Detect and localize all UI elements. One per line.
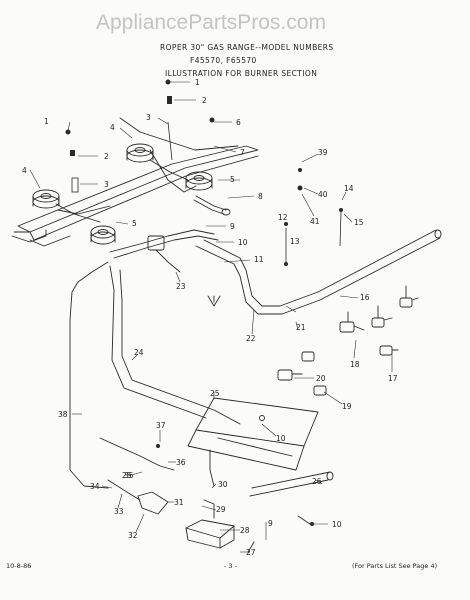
callout-5b: 5 xyxy=(132,219,137,228)
callout-17: 17 xyxy=(388,374,398,383)
callout-25a: 25 xyxy=(210,389,220,398)
pilot-tubing-lower xyxy=(113,235,219,259)
burner-head-left-rear xyxy=(32,189,60,209)
safety-valve-assembly-28 xyxy=(185,449,235,549)
callout-33: 33 xyxy=(114,507,124,516)
callout-28: 28 xyxy=(240,526,250,535)
callout-26: 26 xyxy=(312,477,322,486)
footer-parts-note: (For Parts List See Page 4) xyxy=(352,562,437,570)
callout-8: 8 xyxy=(258,192,263,201)
oven-burner-25 xyxy=(187,397,319,471)
callout-32: 32 xyxy=(128,531,138,540)
callout-22: 22 xyxy=(246,334,256,343)
callout-31: 31 xyxy=(174,498,184,507)
callout-18: 18 xyxy=(350,360,360,369)
pilot-tube-38 xyxy=(69,261,109,489)
pilot-tube-24 xyxy=(119,269,241,425)
callout-9b: 9 xyxy=(268,519,273,528)
callout-5a: 5 xyxy=(230,175,235,184)
rod-part-3 xyxy=(167,121,173,161)
callout-4a: 4 xyxy=(110,123,115,132)
screw-part-2a xyxy=(167,96,172,104)
callout-38: 38 xyxy=(58,410,68,419)
screw-part-40 xyxy=(297,185,303,191)
burner-head-left-front xyxy=(90,225,116,245)
callout-4b: 4 xyxy=(22,166,27,175)
callout-leaders xyxy=(29,81,393,553)
callout-29: 29 xyxy=(216,505,226,514)
callout-6: 6 xyxy=(236,118,241,127)
screw-part-14 xyxy=(339,208,343,212)
callout-40: 40 xyxy=(318,190,328,199)
screw-part-6 xyxy=(209,117,215,123)
screw-part-13 xyxy=(284,262,288,266)
callout-10c: 10 xyxy=(332,520,342,529)
pilot-tubing-upper xyxy=(109,229,215,253)
footer-page-number: - 3 - xyxy=(224,562,238,570)
callout-24: 24 xyxy=(134,348,144,357)
pilot-tube-24b xyxy=(109,265,207,419)
callout-2a: 2 xyxy=(202,96,207,105)
screw-part-2b xyxy=(70,150,75,156)
burner-valve-row xyxy=(277,285,419,396)
screw-part-1a xyxy=(165,79,171,85)
broil-burner-26 xyxy=(249,471,334,525)
callout-39: 39 xyxy=(318,148,328,157)
tube-end-8 xyxy=(221,208,231,216)
callout-2b: 2 xyxy=(104,152,109,161)
callout-30: 30 xyxy=(218,480,228,489)
screw-part-12 xyxy=(284,222,288,226)
callout-1a: 1 xyxy=(195,78,200,87)
screw-part-39 xyxy=(298,168,302,172)
pilot-feed-line xyxy=(155,249,181,273)
callout-9a: 9 xyxy=(230,222,235,231)
venturi-tube-left xyxy=(55,203,101,223)
header-line-2: F45570, F65570 xyxy=(190,56,257,65)
callout-20: 20 xyxy=(316,374,326,383)
igniter-27 xyxy=(247,541,255,553)
callout-19: 19 xyxy=(342,402,352,411)
callout-14: 14 xyxy=(344,184,354,193)
callout-7: 7 xyxy=(240,148,245,157)
screw-part-1b xyxy=(65,129,71,135)
callout-34: 34 xyxy=(90,482,100,491)
venturi-tube-right xyxy=(149,159,189,181)
callout-10a: 10 xyxy=(238,238,248,247)
callout-13: 13 xyxy=(290,237,300,246)
thermostat-bracket-31 xyxy=(99,437,175,515)
callout-21: 21 xyxy=(296,323,306,332)
gas-manifold-pipe xyxy=(195,229,442,315)
screw-part-37 xyxy=(156,444,160,448)
callout-10b: 10 xyxy=(276,434,286,443)
callout-3a: 3 xyxy=(146,113,151,122)
burner-head-right-rear xyxy=(126,143,154,163)
callout-25b: 25 xyxy=(122,471,132,480)
footer-date: 10-8-86 xyxy=(6,562,31,570)
header-line-1: ROPER 30" GAS RANGE--MODEL NUMBERS xyxy=(160,43,334,52)
callout-41: 41 xyxy=(310,217,320,226)
callout-35: 35 xyxy=(124,471,134,480)
screw-shafts xyxy=(285,211,342,262)
callout-3b: 3 xyxy=(104,180,109,189)
callout-11: 11 xyxy=(254,255,264,264)
burner-tube-8 xyxy=(193,195,227,215)
callout-36: 36 xyxy=(176,458,186,467)
callout-16: 16 xyxy=(360,293,370,302)
callout-23: 23 xyxy=(176,282,186,291)
callout-15: 15 xyxy=(354,218,364,227)
watermark-text: AppliancePartsPros.com xyxy=(96,11,326,34)
callout-37: 37 xyxy=(156,421,166,430)
callout-1b: 1 xyxy=(44,117,49,126)
callout-12: 12 xyxy=(278,213,288,222)
burner-head-right-front xyxy=(185,171,213,191)
callout-27: 27 xyxy=(246,548,256,557)
header-line-3: ILLUSTRATION FOR BURNER SECTION xyxy=(165,69,317,78)
spacer-part-3 xyxy=(71,177,79,193)
